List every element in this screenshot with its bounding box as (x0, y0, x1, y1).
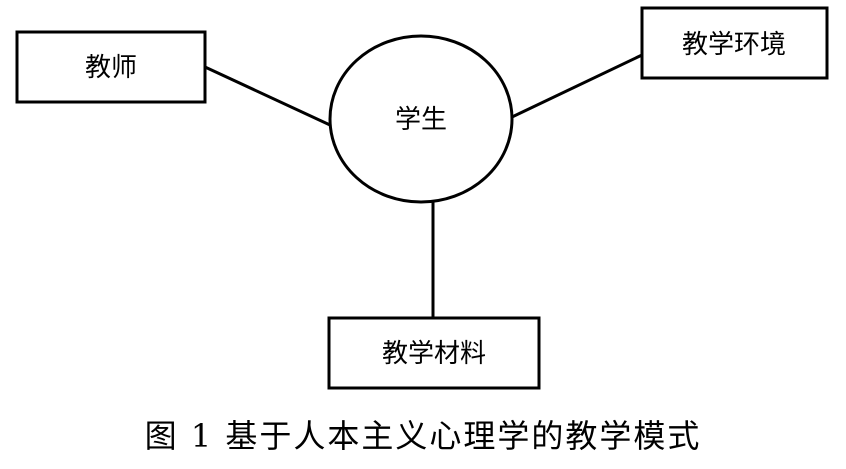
edge-environment-student (511, 53, 643, 119)
materials-label: 教学材料 (382, 339, 486, 369)
teacher-label: 教师 (85, 53, 137, 83)
edge-teacher-student (204, 65, 331, 127)
student-label: 学生 (395, 105, 447, 135)
environment-node (640, 6, 829, 80)
environment-label: 教学环境 (682, 30, 786, 60)
teacher-node (15, 30, 207, 104)
student-node (328, 34, 514, 204)
materials-node (327, 316, 541, 390)
figure-caption: 图 1 基于人本主义心理学的教学模式 (144, 417, 702, 455)
